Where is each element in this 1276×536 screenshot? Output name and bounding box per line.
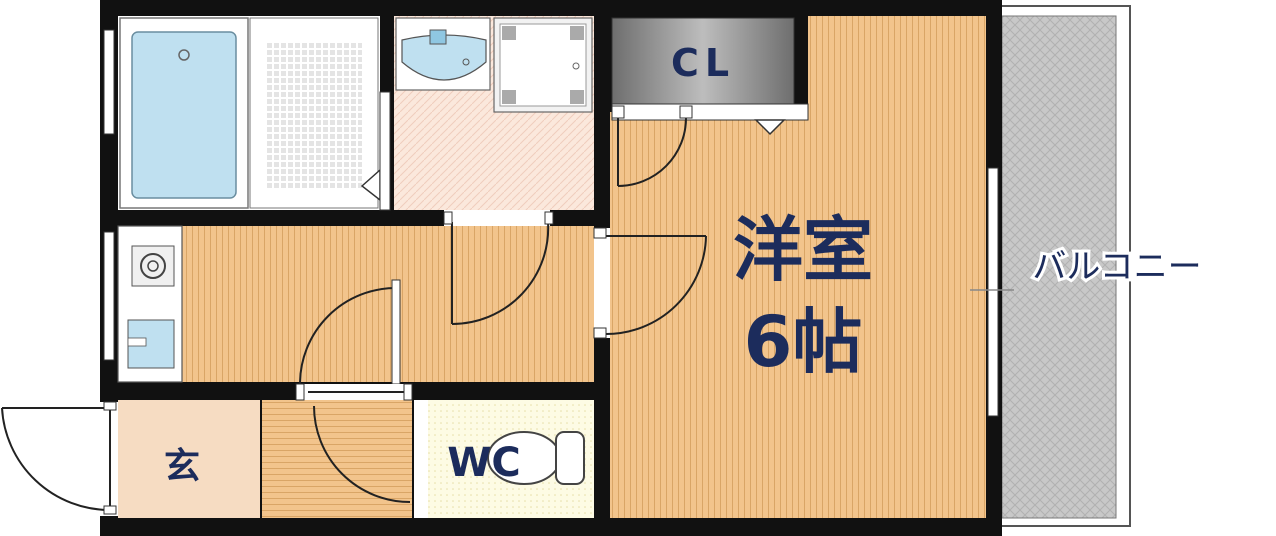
drain-icon	[178, 49, 190, 61]
toilet-icon	[487, 431, 585, 485]
washroom-door	[443, 210, 554, 326]
wash-basin	[395, 17, 491, 91]
washing-machine-pan	[493, 17, 593, 113]
kitchen-window	[103, 231, 115, 361]
sink-icon	[127, 319, 175, 369]
front-door	[1, 401, 118, 516]
room-size-label: 6帖	[744, 301, 863, 383]
bathroom	[118, 16, 391, 211]
entrance-label: 玄	[164, 446, 200, 487]
western-room-label: 洋室	[733, 209, 873, 291]
closet	[611, 17, 795, 105]
balcony-label: バルコニー	[1032, 247, 1201, 287]
western-room	[593, 16, 1014, 518]
closet-door	[611, 105, 693, 187]
closet-label: CL	[671, 41, 735, 85]
corridor-door	[299, 279, 401, 385]
toilet-label: WC	[447, 440, 520, 486]
bathroom-window	[103, 29, 115, 135]
closet-door-marker	[754, 119, 786, 136]
washroom	[394, 16, 594, 210]
stove-icon	[131, 245, 175, 287]
corridor	[103, 225, 594, 383]
toilet-room	[414, 400, 594, 518]
room-door	[593, 227, 707, 339]
balcony-window	[987, 167, 999, 417]
entrance	[118, 383, 413, 518]
balcony	[999, 5, 1131, 527]
